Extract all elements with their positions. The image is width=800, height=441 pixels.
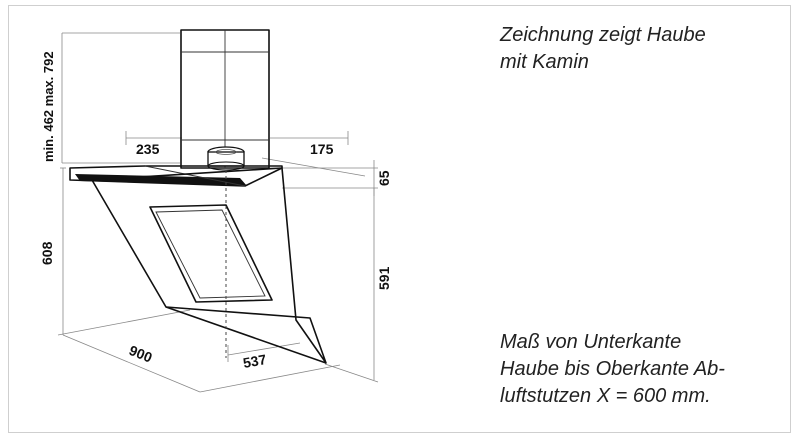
- chimney-outline: [180, 29, 270, 169]
- front-height-bottom-extension: [324, 363, 379, 383]
- canopy-thickness-label: 65: [376, 170, 392, 186]
- left-offset-label: 235: [136, 141, 160, 157]
- depth-dimension-line: [227, 342, 301, 356]
- exhaust-connector: [207, 146, 245, 171]
- hood-glass-front: [91, 167, 327, 364]
- drawing-description-note: Zeichnung zeigt Haube mit Kamin: [500, 24, 706, 73]
- depth-label: 537: [242, 351, 268, 371]
- width-label: 900: [127, 342, 155, 366]
- glass-window-inner: [155, 209, 266, 299]
- connector-inner: [215, 149, 237, 155]
- canopy-dark-edge: [75, 174, 247, 186]
- canopy-diagonal: [144, 165, 246, 187]
- drawing-frame: [8, 5, 791, 433]
- total-height-label: 608: [39, 241, 55, 265]
- chimney: [180, 29, 270, 169]
- canopy-back-extension: [261, 157, 366, 177]
- glass-window-outer: [149, 204, 273, 303]
- glass-outline: [91, 167, 327, 364]
- glass-bottom-edge: [165, 306, 327, 364]
- width-dimension-line: [62, 334, 201, 393]
- right-offset-label: 175: [310, 141, 334, 157]
- dimension-lines: [57, 32, 379, 393]
- measurement-note: Maß von Unterkante Haube bis Oberkante A…: [500, 331, 725, 407]
- hood-canopy: [69, 165, 283, 187]
- chimney-height-label: min. 462 max. 792: [41, 51, 56, 162]
- total-height-bottom-extension: [57, 309, 191, 336]
- front-height-label: 591: [376, 266, 392, 290]
- width-end-extension: [199, 364, 341, 393]
